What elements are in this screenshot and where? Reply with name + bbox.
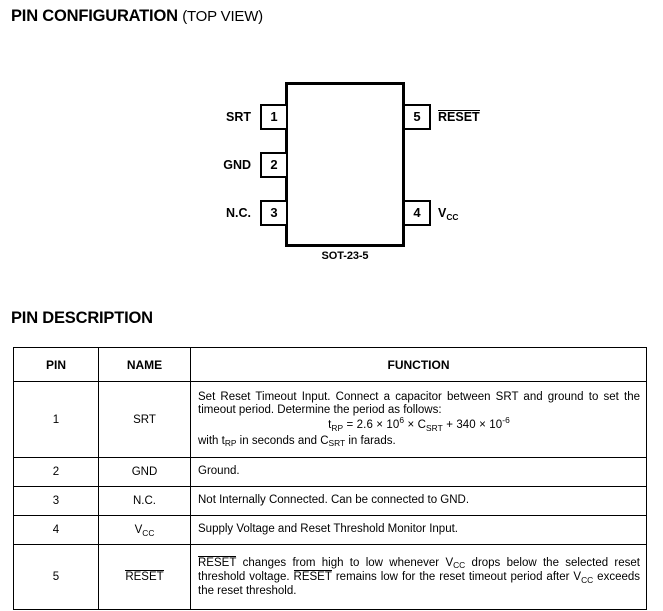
column-header-name: NAME — [98, 347, 191, 382]
pin-box-1: 1 — [260, 104, 288, 130]
pin-box-4: 4 — [403, 200, 431, 226]
cell-pin-name: N.C. — [98, 486, 191, 516]
units-text-b: in seconds and C — [236, 434, 329, 447]
formula-capacitance: C — [417, 419, 426, 431]
reset-signal-1: RESET — [198, 555, 237, 569]
cell-pin-name: RESET — [98, 544, 191, 610]
cell-pin-function: Ground. — [190, 457, 647, 487]
table-row: 3 N.C. Not Internally Connected. Can be … — [13, 486, 647, 516]
table-row: 5 RESET RESET changes from high to low w… — [13, 544, 647, 610]
chip-body-outline — [285, 82, 405, 247]
page-title-pin-configuration: PIN CONFIGURATION (TOP VIEW) — [11, 7, 263, 26]
pin-label-vcc-text: V — [438, 206, 447, 220]
formula-lhs-subscript: RP — [331, 422, 344, 433]
formula-coefficient-1: 2.6 — [356, 419, 373, 431]
units-subscript-a: RP — [224, 438, 237, 449]
table-header-row: PIN NAME FUNCTION — [13, 347, 647, 382]
pin-box-5: 5 — [403, 104, 431, 130]
cell-pin-name: GND — [98, 457, 191, 487]
pin-label-reset-text: RESET — [438, 110, 480, 124]
cell-pin-function: Set Reset Timeout Input. Connect a capac… — [190, 381, 647, 458]
pin-label-vcc: VCC — [438, 200, 458, 226]
reset-desc-part5: remains low for the reset timeout period… — [331, 571, 582, 584]
formula-capacitance-subscript: SRT — [425, 422, 443, 433]
formula-lhs: t — [328, 419, 332, 431]
cell-pin-function: Not Internally Connected. Can be connect… — [190, 486, 647, 516]
table-row: 4 VCC Supply Voltage and Reset Threshold… — [13, 515, 647, 545]
cell-pin-number: 5 — [13, 544, 99, 610]
cell-pin-function: RESET changes from high to low whenever … — [190, 544, 647, 610]
cell-pin-number: 2 — [13, 457, 99, 487]
formula-multiply-3: × — [479, 419, 486, 431]
column-header-pin: PIN — [13, 347, 99, 382]
cell-pin-number: 4 — [13, 515, 99, 545]
function-text-units: with tRP in seconds and CSRT in farads. — [198, 434, 396, 449]
function-text-intro: Set Reset Timeout Input. Connect a capac… — [198, 390, 640, 417]
pin-label-vcc-subscript: CC — [446, 211, 459, 222]
package-name-label: SOT-23-5 — [321, 250, 369, 262]
reset-desc-part6: exceeds the reset threshold. — [198, 571, 641, 597]
cell-pin-name: VCC — [98, 515, 191, 545]
pin-label-nc: N.C. — [226, 206, 251, 220]
reset-desc-part3: drops below the selected reset threshold… — [198, 556, 640, 584]
pin-label-reset: RESET — [438, 104, 480, 130]
formula-exponent-1: 6 — [399, 415, 405, 425]
cell-pin-number: 1 — [13, 381, 99, 458]
formula-plus: + — [446, 419, 454, 431]
pin-label-gnd: GND — [223, 158, 251, 172]
pin-box-2: 2 — [260, 152, 288, 178]
column-header-function: FUNCTION — [190, 347, 647, 382]
table-row: 1 SRT Set Reset Timeout Input. Connect a… — [13, 381, 647, 458]
units-subscript-b: SRT — [328, 438, 346, 449]
pin-label-srt: SRT — [226, 110, 251, 124]
formula-coefficient-2: 340 — [456, 419, 476, 431]
formula-exponent-2: -6 — [502, 415, 510, 425]
cell-pin-number: 3 — [13, 486, 99, 516]
reset-desc-part2: changes from high to low whenever V — [236, 556, 454, 569]
pin-description-table: PIN NAME FUNCTION 1 SRT Set Reset Timeou… — [13, 347, 647, 610]
cell-pin-name-text: RESET — [125, 570, 164, 584]
formula-multiply-1: × — [376, 419, 384, 431]
pin-configuration-title: PIN CONFIGURATION — [11, 7, 178, 25]
formula-multiply-2: × — [407, 419, 415, 431]
units-text-a: with t — [198, 434, 225, 447]
timeout-formula: tRP = 2.6 × 106 × CSRT + 340 × 10-6 — [198, 415, 640, 433]
table-row: 2 GND Ground. — [13, 457, 647, 487]
package-diagram: 1 2 3 5 4 SRT GND N.C. RESET VCC SOT-23-… — [0, 60, 663, 275]
pin-box-3: 3 — [260, 200, 288, 226]
cell-pin-name: SRT — [98, 381, 191, 458]
page-title-pin-description: PIN DESCRIPTION — [11, 309, 153, 327]
reset-desc-vcc-subscript-2: CC — [581, 574, 594, 585]
cell-pin-name-subscript: CC — [142, 527, 155, 538]
reset-desc-vcc-subscript-1: CC — [453, 560, 466, 571]
formula-equals: = — [346, 419, 354, 431]
pin-configuration-subtitle: (TOP VIEW) — [182, 8, 263, 25]
units-text-c: in farads. — [345, 434, 396, 447]
cell-pin-name-text: V — [134, 524, 143, 536]
formula-base-2: 10 — [489, 419, 503, 431]
formula-base-1: 10 — [386, 419, 400, 431]
cell-pin-function: Supply Voltage and Reset Threshold Monit… — [190, 515, 647, 545]
reset-signal-2: RESET — [293, 570, 332, 584]
